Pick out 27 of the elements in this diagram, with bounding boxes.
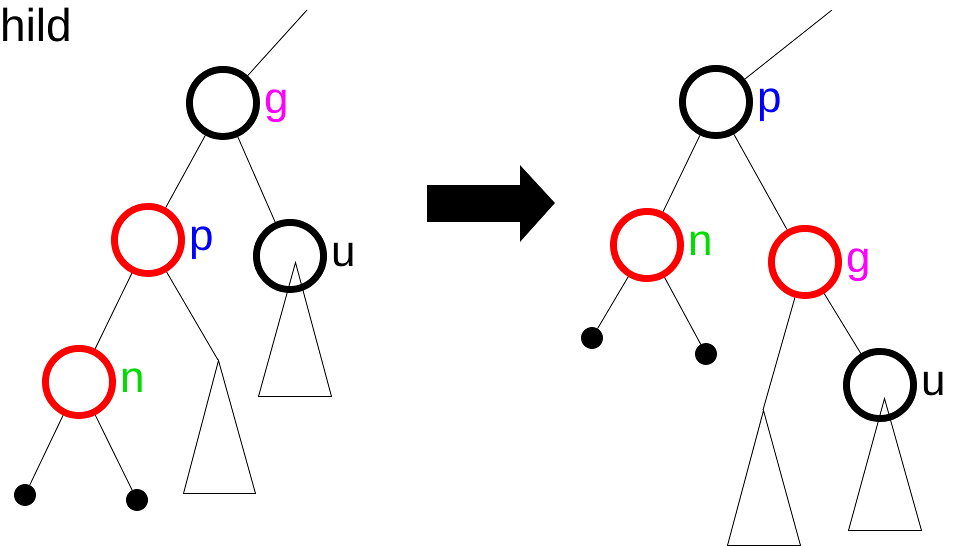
tree-edge	[762, 297, 796, 410]
subtree-triangle	[182, 360, 256, 494]
node-letter: n	[688, 219, 712, 263]
tree-edge	[166, 271, 218, 360]
subtree-triangle	[848, 398, 922, 530]
node-letter: n	[120, 356, 144, 400]
tree-edge	[664, 277, 702, 345]
subtree-triangle	[258, 262, 332, 396]
tree-edge	[165, 134, 206, 208]
heading-text: hild	[0, 2, 72, 48]
tree-edge	[247, 10, 308, 76]
tree-edge	[824, 293, 862, 354]
node-letter: g	[846, 236, 870, 280]
node-letter: p	[757, 76, 782, 120]
tree-edge	[662, 134, 700, 212]
tree-edge	[94, 414, 133, 491]
tree-edge	[733, 134, 788, 230]
node-letter: g	[264, 77, 288, 121]
tree-edge	[597, 276, 629, 330]
node-letter: u	[331, 230, 356, 274]
subtree-triangle	[726, 410, 800, 546]
tree-edge	[94, 272, 132, 350]
tree-edge	[29, 414, 64, 486]
node-letter: u	[921, 359, 946, 403]
tree-edge	[744, 10, 832, 80]
tree-edge	[237, 136, 276, 223]
node-letter: p	[189, 214, 214, 258]
